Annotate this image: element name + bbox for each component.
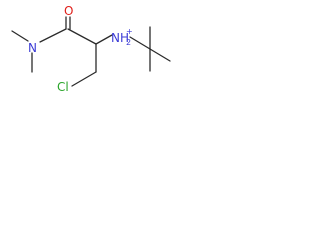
ammonium-nitrogen-label: NH — [111, 31, 129, 45]
chlorine-atom-label: Cl — [57, 80, 69, 94]
oxygen-atom-label: O — [64, 4, 73, 18]
ammonium-nitrogen-group: NH 2 + — [111, 27, 133, 47]
bond-methylene-chlorine — [71, 71, 97, 87]
bond-n-carbonyl — [39, 28, 67, 43]
bond-ammonium-tbutyl — [129, 36, 151, 50]
bond-carbonyl-alpha — [67, 28, 97, 45]
ammonium-hydrogen-subscript: 2 — [126, 38, 131, 47]
amide-nitrogen-label: N — [28, 41, 37, 55]
ammonium-charge-superscript: + — [126, 27, 133, 36]
bond-tbutyl-methyl-right — [149, 48, 171, 62]
bond-n-methyl-upper — [11, 30, 29, 42]
bond-group — [11, 16, 171, 87]
molecule-structure: O N NH 2 + Cl — [11, 4, 171, 94]
bond-alpha-ammonium — [95, 34, 113, 45]
